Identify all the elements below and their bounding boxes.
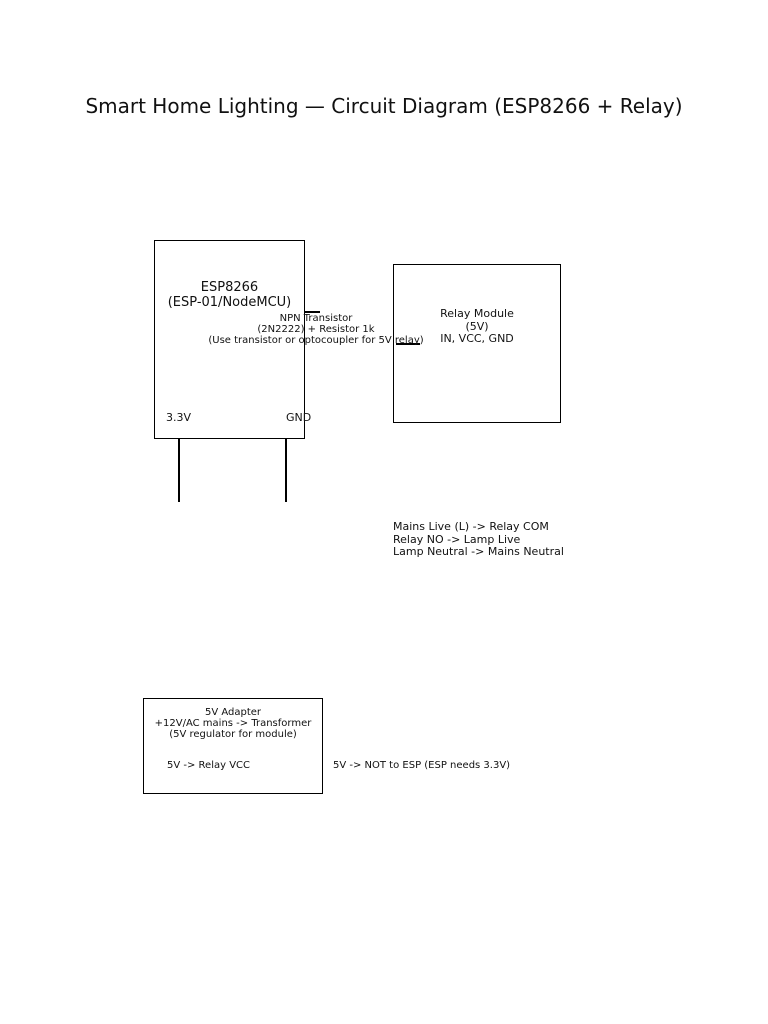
wire-gnd bbox=[285, 438, 287, 502]
esp8266-label: ESP8266 (ESP-01/NodeMCU) bbox=[154, 280, 305, 310]
wire-transistor-to-relay-in bbox=[396, 343, 420, 345]
esp8266-box bbox=[154, 240, 305, 439]
transistor-line-1: NPN Transistor bbox=[279, 313, 353, 324]
adapter-line-2: +12V/AC mains -> Transformer bbox=[154, 718, 312, 729]
wire-esp-to-transistor bbox=[304, 311, 320, 313]
adapter-label: 5V Adapter +12V/AC mains -> Transformer … bbox=[143, 707, 323, 740]
mains-note-line: Mains Live (L) -> Relay COM bbox=[393, 520, 549, 533]
adapter-note: 5V -> NOT to ESP (ESP needs 3.3V) bbox=[333, 760, 511, 771]
wire-3v3 bbox=[178, 438, 180, 502]
relay-module-box bbox=[393, 264, 561, 423]
diagram-title: Smart Home Lighting — Circuit Diagram (E… bbox=[85, 94, 683, 118]
mains-note-line: Lamp Neutral -> Mains Neutral bbox=[393, 545, 564, 558]
adapter-box bbox=[143, 698, 323, 794]
mains-note-line: Relay NO -> Lamp Live bbox=[393, 532, 521, 546]
adapter-output-label: 5V -> Relay VCC bbox=[167, 760, 251, 771]
transistor-line-3: (Use transistor or optocoupler for 5V re… bbox=[208, 335, 424, 346]
relay-line-2: (5V) bbox=[465, 319, 489, 333]
adapter-line-1: 5V Adapter bbox=[204, 707, 262, 718]
esp-pin-gnd-label: GND bbox=[286, 411, 312, 424]
relay-module-label: Relay Module (5V) IN, VCC, GND bbox=[393, 307, 561, 346]
transistor-label: NPN Transistor (2N2222) + Resistor 1k (U… bbox=[200, 313, 432, 346]
relay-line-1: Relay Module bbox=[440, 307, 514, 320]
esp8266-name: ESP8266 bbox=[200, 280, 259, 295]
adapter-line-3: (5V regulator for module) bbox=[169, 729, 297, 740]
relay-line-3: IN, VCC, GND bbox=[440, 332, 514, 345]
mains-notes: Mains Live (L) -> Relay COM Relay NO -> … bbox=[393, 520, 564, 559]
esp8266-model: (ESP-01/NodeMCU) bbox=[167, 295, 292, 310]
transistor-line-2: (2N2222) + Resistor 1k bbox=[257, 324, 375, 335]
esp-pin-3v3-label: 3.3V bbox=[166, 411, 192, 424]
